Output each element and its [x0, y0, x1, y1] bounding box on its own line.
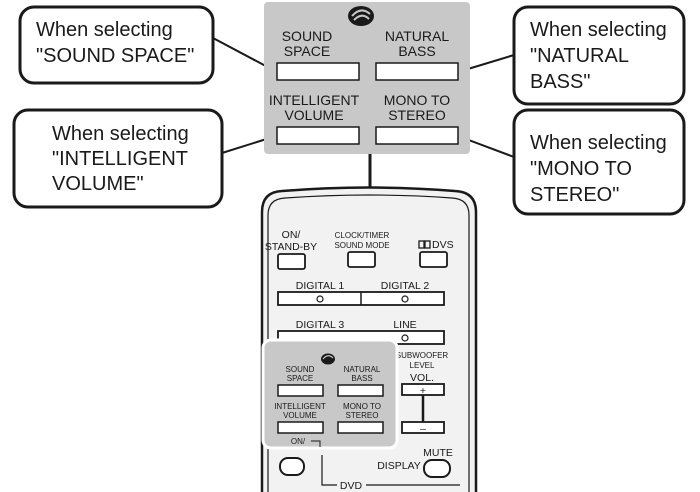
- remote-on-label-1: ON/: [282, 229, 301, 241]
- remote-control: ON/ STAND-BY CLOCK/TIMER SOUND MODE DVS …: [260, 186, 478, 492]
- callout-mono-to-stereo: When selecting "MONO TO STEREO": [512, 108, 686, 216]
- inset-intelligent-volume-button[interactable]: [277, 421, 324, 434]
- remote-clock-label-1: CLOCK/TIMER: [335, 231, 390, 240]
- callout-sound-space-line-1: When selecting: [36, 19, 173, 41]
- remote-dvd-bracket-left: [321, 455, 337, 486]
- remote-clock-label-2: SOUND MODE: [334, 241, 389, 250]
- remote-mute-label: MUTE: [423, 447, 453, 459]
- panel-intelligent-volume-label-1: INTELLIGENT: [269, 92, 360, 108]
- remote-inset-panel: SOUND SPACE NATURAL BASS INTELLIGENT VOL…: [261, 338, 399, 450]
- callout-mono-to-stereo-line-3: STEREO": [530, 184, 619, 206]
- callout-natural-bass-line-3: BASS": [530, 71, 590, 93]
- panel-sound-space-label-2: SPACE: [284, 43, 330, 59]
- inset-natural-bass-button[interactable]: [337, 384, 384, 397]
- remote-line-indicator[interactable]: [401, 334, 409, 342]
- callout-natural-bass-line-1: When selecting: [530, 19, 667, 41]
- inset-natural-bass-label-2: BASS: [351, 374, 372, 383]
- remote-mute-button[interactable]: [423, 459, 451, 478]
- callout-intelligent-volume-line-3: VOLUME": [52, 173, 144, 195]
- remote-digital2-indicator[interactable]: [401, 295, 409, 303]
- remote-power-button[interactable]: [277, 253, 306, 270]
- panel-sound-space-button[interactable]: [276, 62, 360, 81]
- callout-natural-bass-line-2: "NATURAL: [530, 45, 629, 67]
- callout-mono-to-stereo-line-2: "MONO TO: [530, 158, 632, 180]
- panel-mono-to-stereo-label-2: STEREO: [388, 107, 446, 123]
- remote-subwoofer-label-1: SUBWOOFER: [396, 351, 449, 360]
- remote-digital3-label: DIGITAL 3: [296, 319, 345, 331]
- remote-clock-timer-button[interactable]: [347, 251, 376, 268]
- panel-mono-to-stereo-label-1: MONO TO: [384, 92, 450, 108]
- remote-digital1-indicator[interactable]: [316, 295, 324, 303]
- callout-natural-bass-box: [512, 5, 686, 106]
- inset-sound-space-label-2: SPACE: [287, 374, 314, 383]
- callout-sound-space-box: [18, 5, 215, 85]
- remote-subwoofer-label-3: VOL.: [410, 372, 434, 384]
- remote-inset-background: [261, 338, 399, 450]
- inset-mono-to-stereo-button[interactable]: [337, 421, 384, 434]
- panel-natural-bass-label-2: BASS: [398, 43, 435, 59]
- remote-subwoofer-label-2: LEVEL: [410, 361, 435, 370]
- inset-intelligent-volume-label-2: VOLUME: [283, 411, 317, 420]
- sound-logo-icon: [348, 6, 374, 26]
- callout-intelligent-volume-line-1: When selecting: [52, 123, 189, 145]
- remote-sub-plus-label: +: [420, 385, 426, 397]
- remote-dvs-label: DVS: [432, 239, 454, 251]
- inset-sound-space-label-1: SOUND: [286, 365, 315, 374]
- remote-sub-minus-label: –: [420, 423, 426, 435]
- remote-digital2-label: DIGITAL 2: [381, 280, 430, 292]
- panel-background: [264, 2, 470, 154]
- inset-intelligent-volume-label-1: INTELLIGENT: [274, 402, 326, 411]
- callout-sound-space-line-2: "SOUND SPACE": [36, 45, 194, 67]
- dolby-icon: [418, 240, 431, 249]
- panel-sound-space-label-1: SOUND: [282, 28, 333, 44]
- remote-digital1-label: DIGITAL 1: [296, 280, 345, 292]
- remote-line-label: LINE: [393, 319, 416, 331]
- inset-natural-bass-label-1: NATURAL: [344, 365, 381, 374]
- callout-natural-bass: When selecting "NATURAL BASS": [512, 5, 686, 106]
- panel-mono-to-stereo-button[interactable]: [375, 126, 459, 145]
- remote-sub-minus-button[interactable]: [401, 421, 445, 434]
- inset-on-partial-label: ON/: [291, 437, 306, 446]
- panel-intelligent-volume-label-2: VOLUME: [284, 107, 343, 123]
- inset-logo-icon: [321, 353, 335, 365]
- remote-round-button-left[interactable]: [279, 457, 305, 476]
- inset-on-partial-bracket: [311, 440, 321, 447]
- panel-natural-bass-button[interactable]: [375, 62, 459, 81]
- panel-intelligent-volume-button[interactable]: [276, 126, 360, 145]
- callout-intelligent-volume: When selecting "INTELLIGENT VOLUME": [12, 108, 224, 209]
- callout-intelligent-volume-line-2: "INTELLIGENT: [52, 148, 188, 170]
- callout-sound-space: When selecting "SOUND SPACE": [18, 5, 215, 85]
- remote-body-inner: [267, 194, 470, 492]
- callout-mono-to-stereo-line-1: When selecting: [530, 132, 667, 154]
- inset-mono-to-stereo-label-2: STEREO: [346, 411, 379, 420]
- inset-mono-to-stereo-label-1: MONO TO: [343, 402, 381, 411]
- callout-mono-to-stereo-box: [512, 108, 686, 216]
- callout-intelligent-volume-box: [12, 108, 224, 209]
- panel-natural-bass-label-1: NATURAL: [385, 28, 450, 44]
- remote-display-label: DISPLAY: [377, 460, 421, 472]
- remote-dvd-label: DVD: [340, 480, 363, 492]
- enlarged-panel: SOUND SPACE NATURAL BASS INTELLIGENT VOL…: [264, 2, 470, 154]
- remote-on-label-2: STAND-BY: [265, 241, 317, 253]
- inset-sound-space-button[interactable]: [277, 384, 324, 397]
- remote-dvs-button[interactable]: [419, 251, 448, 268]
